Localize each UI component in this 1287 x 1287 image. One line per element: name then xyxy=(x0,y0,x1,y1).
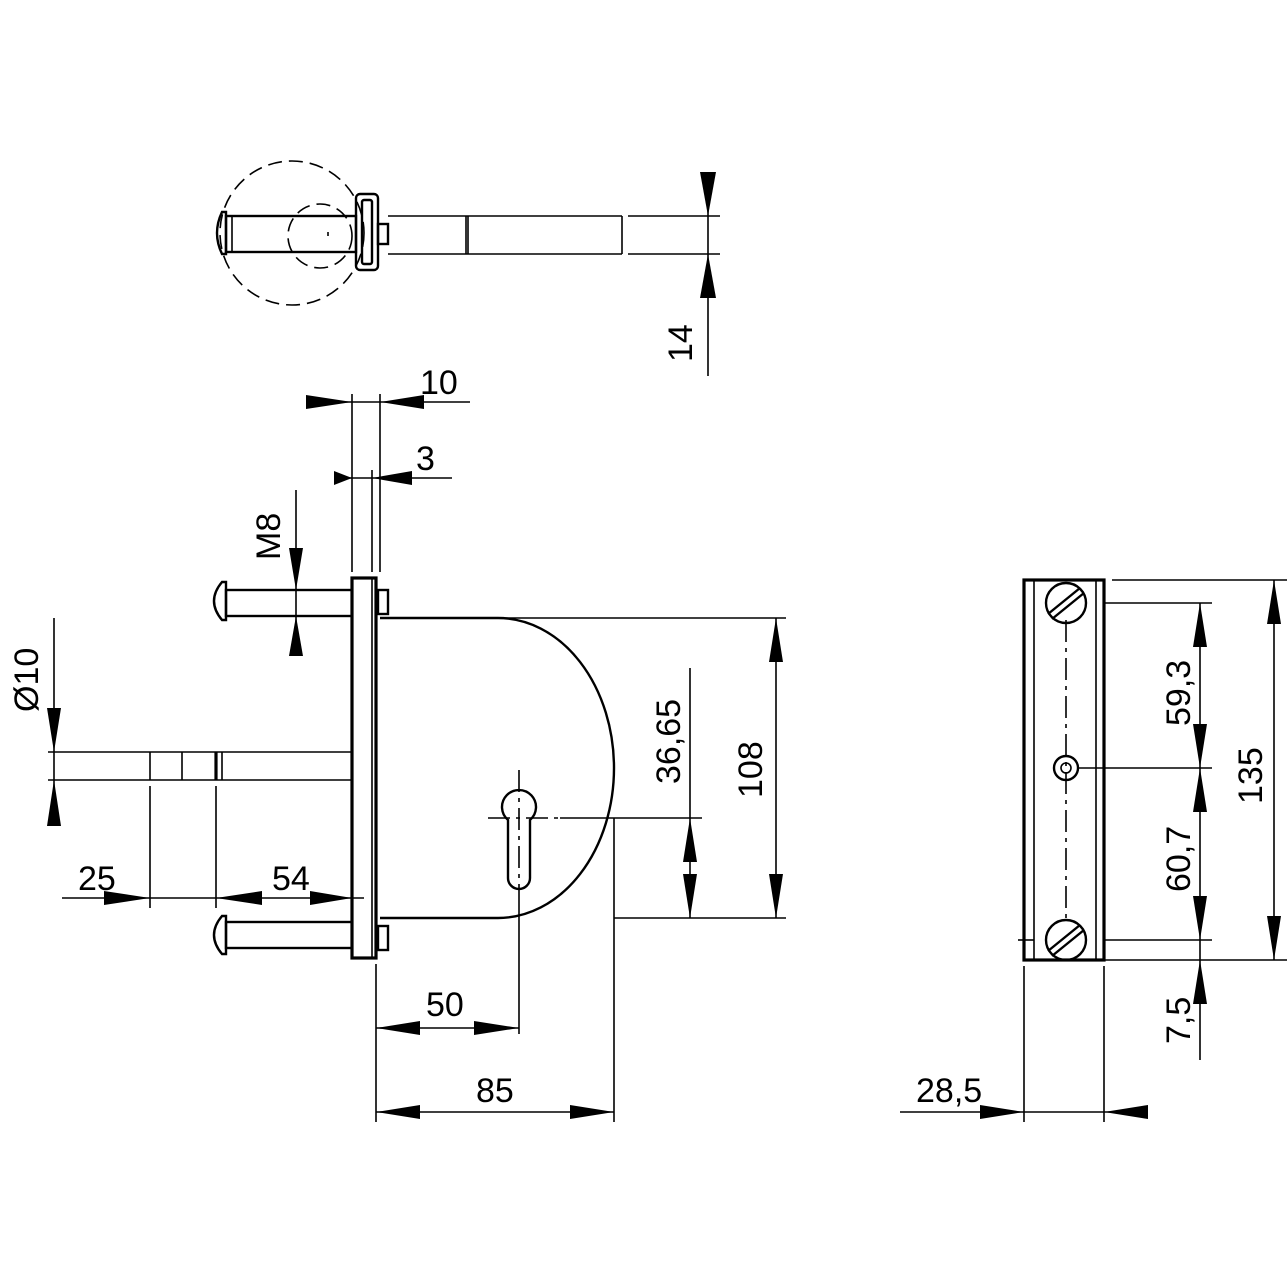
dim-label-thread: M8 xyxy=(250,513,288,560)
dim-keeper-total: 135 xyxy=(1112,579,1287,961)
keeper-outline xyxy=(1022,578,1106,962)
keeper-plate xyxy=(1018,578,1106,962)
plate-screw-top xyxy=(376,588,390,616)
dim-body-width: 85 xyxy=(376,818,615,1122)
dim-label-keeper-edge: 7,5 xyxy=(1160,997,1198,1044)
mounting-plate xyxy=(350,576,378,960)
plate-screw-bottom xyxy=(376,924,390,952)
dim-label-keeper-lower: 60,7 xyxy=(1160,826,1198,892)
dim-label-spindle-length: 54 xyxy=(272,860,310,898)
top-view-handle xyxy=(215,160,623,306)
dim-bar-thickness: 14 xyxy=(628,172,720,376)
dim-label-plate-inner: 3 xyxy=(416,440,435,478)
lock-front-view xyxy=(48,576,616,960)
bolt-head-top xyxy=(212,580,228,622)
bolt-head-bottom xyxy=(212,914,228,956)
clamp-screw xyxy=(376,222,390,246)
dim-spindle-diameter: Ø10 xyxy=(8,618,61,826)
dim-plate-inner: 3 xyxy=(334,440,452,572)
bolt-shaft-bottom xyxy=(224,920,354,950)
dim-thread: M8 xyxy=(250,490,303,656)
dim-keyhole-offset: 50 xyxy=(375,900,520,1122)
dim-label-keeper-upper: 59,3 xyxy=(1160,660,1198,726)
dim-keeper-width: 28,5 xyxy=(900,966,1148,1122)
dim-label-keeper-width: 28,5 xyxy=(916,1072,982,1110)
lock-body xyxy=(380,616,616,920)
dim-label-keeper-total: 135 xyxy=(1232,747,1270,804)
knob-end xyxy=(215,210,228,256)
dim-label-body-height: 108 xyxy=(732,741,770,798)
dim-keyhole-height: 36,65 xyxy=(560,668,702,919)
dim-label-body-width: 85 xyxy=(476,1072,514,1110)
dim-body-height: 108 xyxy=(498,617,786,919)
dim-label-spindle-start: 25 xyxy=(78,860,116,898)
dim-label-bar-thickness: 14 xyxy=(662,324,700,362)
dim-keeper-sections: 59,3 60,7 7,5 xyxy=(1078,602,1212,1060)
inner-circle-dashed xyxy=(287,203,353,269)
dim-label-keyhole-offset: 50 xyxy=(426,986,464,1024)
bolt-shaft-top xyxy=(224,588,354,618)
dim-plate-width: 10 xyxy=(306,364,470,572)
dim-label-keyhole-height: 36,65 xyxy=(650,699,688,784)
keyhole xyxy=(500,788,538,891)
keeper-screw-top xyxy=(1044,581,1088,625)
dim-label-plate-width: 10 xyxy=(420,364,458,402)
rotation-circle-dashed xyxy=(219,160,365,306)
dim-spindle-lengths: 25 54 xyxy=(62,786,364,908)
keeper-screw-bottom xyxy=(1044,918,1088,962)
dim-label-spindle-diameter: Ø10 xyxy=(8,648,46,712)
